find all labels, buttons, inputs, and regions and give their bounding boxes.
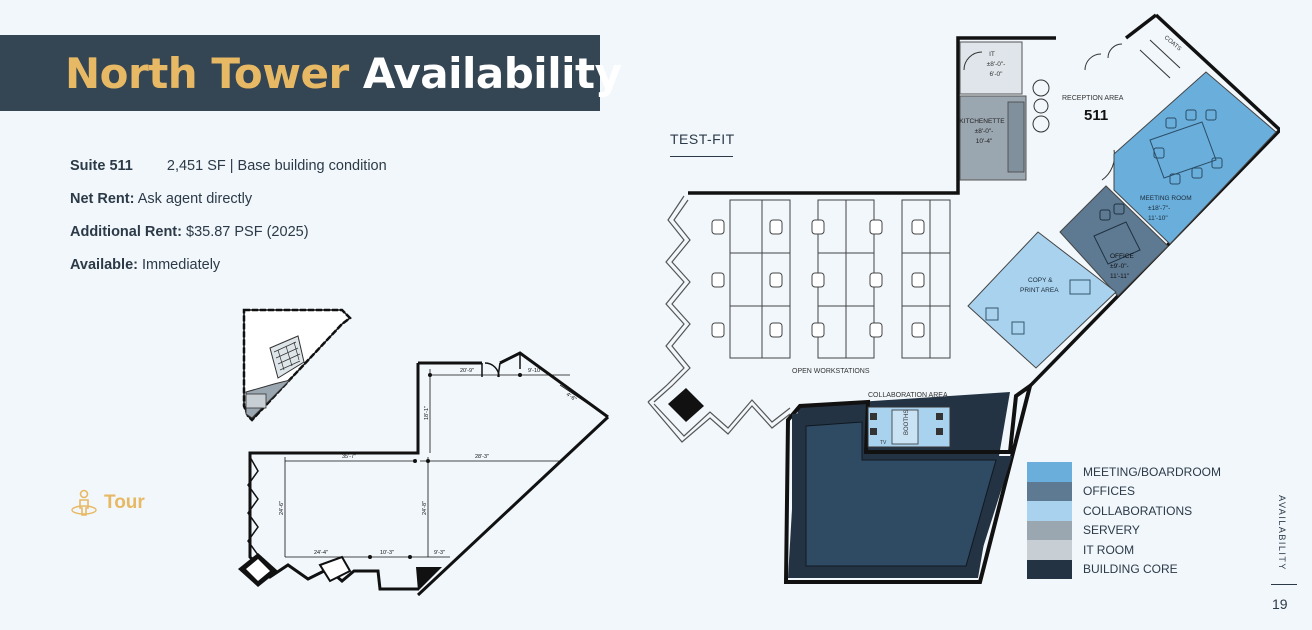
tv-label: TV <box>880 440 887 446</box>
office-line-3: 11'-11" <box>1110 273 1130 280</box>
it-line-2: ±8'-0"- <box>987 61 1006 68</box>
legend-swatch-it-room <box>1027 540 1072 560</box>
legend-item: COLLABORATIONS <box>1027 501 1221 521</box>
legend: MEETING/BOARDROOM OFFICES COLLABORATIONS… <box>1027 462 1221 579</box>
meeting-line-2: ±18'-7"- <box>1148 205 1170 212</box>
tour-link[interactable]: Tour <box>70 488 145 518</box>
tour-person-icon <box>71 489 97 516</box>
office-line-1: OFFICE <box>1110 253 1134 260</box>
net-rent-row: Net Rent: Ask agent directly <box>70 191 387 224</box>
suite-size: 2,451 SF | Base building condition <box>166 158 387 174</box>
testfit-underline <box>670 156 733 157</box>
dim-8: 24'-8" <box>422 501 428 515</box>
available-value: Immediately <box>142 257 221 273</box>
dim-7: 24'-6" <box>279 501 285 515</box>
legend-item: SERVERY <box>1027 520 1221 540</box>
legend-swatch-offices <box>1027 481 1072 501</box>
reception-label: RECEPTION AREA <box>1062 95 1124 102</box>
section-side-label: AVAILABILITY <box>1275 490 1289 580</box>
collaboration-label: COLLABORATION AREA <box>868 392 948 399</box>
additional-rent-label: Additional Rent: <box>70 224 182 240</box>
legend-label: SERVERY <box>1083 523 1140 538</box>
it-line-1: IT <box>989 51 995 58</box>
dim-6: 28'-3" <box>475 454 489 460</box>
dimension-floor-plan: 20'-9" 9'-10" 4'-6" 18'-1" 35'-7" 28'-3"… <box>238 351 610 597</box>
key-plan <box>242 308 352 422</box>
dim-4: 18'-1" <box>424 406 430 420</box>
dim-10: 10'-3" <box>380 550 394 556</box>
legend-item: OFFICES <box>1027 481 1221 501</box>
testfit-plan: BOOTHS TV COLLABORATION AREA IT ±8'-0"- … <box>647 13 1280 584</box>
additional-rent-row: Additional Rent: $35.87 PSF (2025) <box>70 224 387 257</box>
title-bar: North Tower Availability <box>0 35 622 111</box>
dim-2: 9'-10" <box>528 368 542 374</box>
legend-label: OFFICES <box>1083 484 1136 499</box>
suite-number: 511 <box>1084 107 1108 124</box>
meeting-line-3: 11'-10" <box>1148 215 1168 222</box>
open-workstations-label: OPEN WORKSTATIONS <box>792 368 870 375</box>
legend-swatch-building-core <box>1027 559 1072 579</box>
dim-3: 4'-6" <box>565 392 577 403</box>
available-row: Available: Immediately <box>70 257 387 290</box>
it-line-3: 6'-0" <box>990 71 1004 78</box>
page-number-rule <box>1271 584 1297 585</box>
net-rent-label: Net Rent: <box>70 191 135 207</box>
additional-rent-value: $35.87 PSF (2025) <box>186 224 309 240</box>
page-title: North Tower Availability <box>65 49 622 98</box>
office-line-2: ±9'-0"- <box>1110 263 1129 270</box>
legend-item: IT ROOM <box>1027 540 1221 560</box>
copy-line-2: PRINT AREA <box>1020 287 1059 294</box>
legend-swatch-collaborations <box>1027 501 1072 521</box>
kitchenette-line-1: KITCHENETTE <box>959 118 1005 125</box>
legend-item: BUILDING CORE <box>1027 559 1221 579</box>
legend-label: BUILDING CORE <box>1083 562 1178 577</box>
copy-line-1: COPY & <box>1028 277 1053 284</box>
dim-1: 20'-9" <box>460 368 474 374</box>
kitchenette-line-2: ±8'-0"- <box>975 128 994 135</box>
section-side-label-text: AVAILABILITY <box>1277 495 1287 571</box>
legend-swatch-meeting <box>1027 462 1072 482</box>
title-accent: North Tower <box>65 49 349 98</box>
legend-label: COLLABORATIONS <box>1083 503 1193 518</box>
legend-swatch-servery <box>1027 520 1072 540</box>
tour-label: Tour <box>104 492 145 513</box>
suite-row: Suite 511 2,451 SF | Base building condit… <box>70 158 387 191</box>
dim-5: 35'-7" <box>342 454 356 460</box>
suite-info: Suite 511 2,451 SF | Base building condit… <box>70 158 387 290</box>
suite-label: Suite 511 <box>70 158 133 174</box>
meeting-line-1: MEETING ROOM <box>1140 195 1192 202</box>
kitchenette-line-3: 10'-4" <box>976 138 993 145</box>
legend-item: MEETING/BOARDROOM <box>1027 462 1221 482</box>
dim-11: 9'-3" <box>434 550 445 556</box>
legend-label: MEETING/BOARDROOM <box>1083 464 1222 479</box>
booths-label: BOOTHS <box>904 410 910 435</box>
testfit-label: TEST-FIT <box>670 131 735 147</box>
page-number: 19 <box>1272 596 1288 612</box>
title-rest: Availability <box>362 49 622 98</box>
net-rent-value: Ask agent directly <box>137 191 253 207</box>
available-label: Available: <box>70 257 138 273</box>
dim-9: 24'-4" <box>314 550 328 556</box>
legend-label: IT ROOM <box>1083 542 1135 557</box>
